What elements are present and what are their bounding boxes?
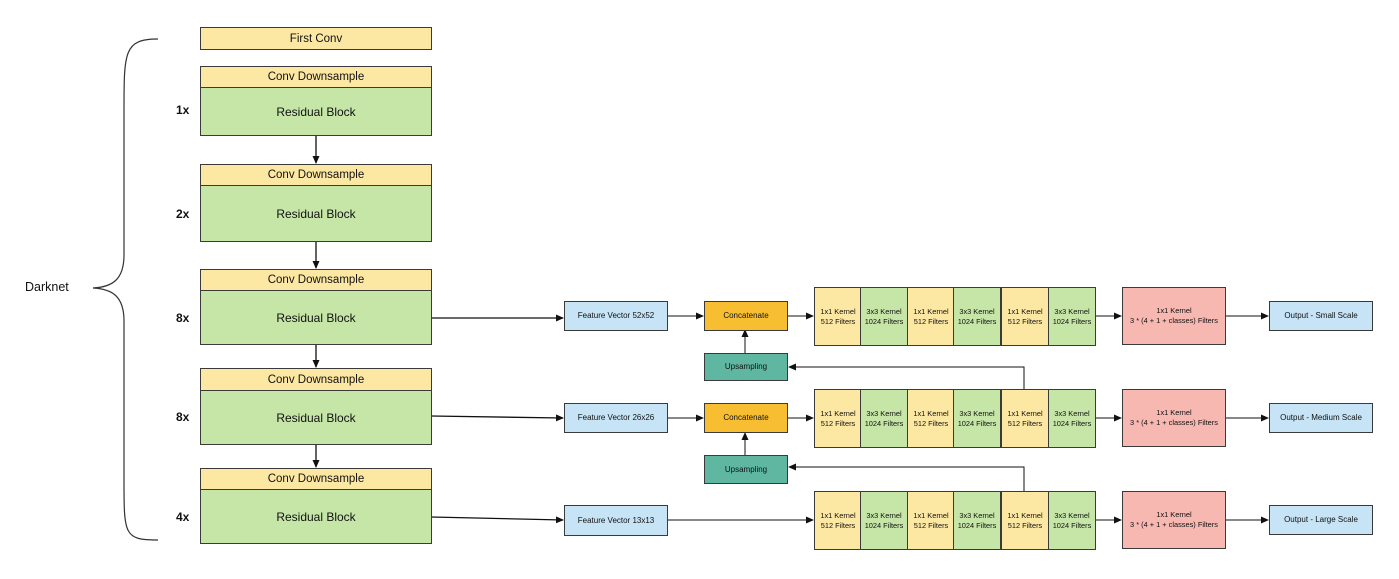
conv-kernel-label: 3x3 Kernel: [866, 408, 902, 418]
conv-filters-label: 1024 Filters: [1052, 316, 1092, 326]
conv-kernel-label: 1x1 Kernel: [1007, 510, 1043, 520]
concatenate-box: Concatenate: [704, 301, 788, 331]
conv-kernel-label: 3x3 Kernel: [959, 306, 995, 316]
conv-filters-label: 1024 Filters: [864, 316, 904, 326]
output-box: Output - Small Scale: [1269, 301, 1373, 331]
conv-kernel-label: 3x3 Kernel: [959, 510, 995, 520]
repeat-count: 8x: [176, 311, 190, 325]
conv-filters-label: 512 Filters: [820, 418, 856, 428]
conv-filters-label: 512 Filters: [1007, 418, 1043, 428]
final-filters-label: 3 * (4 + 1 + classes) Filters: [1130, 418, 1218, 427]
conv-kernel-label: 1x1 Kernel: [1007, 306, 1043, 316]
conv-kernel-label: 3x3 Kernel: [1054, 306, 1090, 316]
conv-kernel-label: 1x1 Kernel: [1007, 408, 1043, 418]
to-feature-arrow: [430, 414, 564, 422]
conv-filters-label: 512 Filters: [913, 418, 949, 428]
upsample-feedback-arrow: [788, 463, 1025, 491]
residual-block-box: Residual Block: [200, 290, 432, 345]
residual-block-box: Residual Block: [200, 185, 432, 242]
upsampling-box: Upsampling: [704, 353, 788, 381]
conv-downsample-box: Conv Downsample: [200, 66, 432, 88]
conv-filters-label: 512 Filters: [820, 520, 856, 530]
final-kernel-label: 1x1 Kernel: [1156, 408, 1192, 417]
final-kernel-label: 1x1 Kernel: [1156, 306, 1192, 315]
conv-filters-label: 512 Filters: [1007, 520, 1043, 530]
conv-filters-label: 512 Filters: [820, 316, 856, 326]
conv-downsample-box: Conv Downsample: [200, 368, 432, 391]
conv-kernel-label: 1x1 Kernel: [820, 510, 856, 520]
conv-kernel-label: 3x3 Kernel: [959, 408, 995, 418]
output-box: Output - Medium Scale: [1269, 403, 1373, 433]
repeat-count: 2x: [176, 207, 190, 221]
conv-filters-label: 1024 Filters: [864, 520, 904, 530]
residual-block-box: Residual Block: [200, 87, 432, 136]
conv-kernel-label: 3x3 Kernel: [1054, 408, 1090, 418]
conv-filters-label: 1024 Filters: [1052, 418, 1092, 428]
final-filters-label: 3 * (4 + 1 + classes) Filters: [1130, 520, 1218, 529]
conv-filters-label: 1024 Filters: [1052, 520, 1092, 530]
conv-filters-label: 1024 Filters: [957, 520, 997, 530]
conv-filters-label: 512 Filters: [913, 520, 949, 530]
final-filters-label: 3 * (4 + 1 + classes) Filters: [1130, 316, 1218, 325]
conv-kernel-label: 1x1 Kernel: [913, 408, 949, 418]
repeat-count: 4x: [176, 510, 190, 524]
conv-kernel-label: 3x3 Kernel: [1054, 510, 1090, 520]
darknet-label: Darknet: [25, 280, 69, 294]
conv-kernel-label: 3x3 Kernel: [866, 306, 902, 316]
conv-kernel-label: 1x1 Kernel: [913, 306, 949, 316]
darknet-brace: [92, 38, 159, 541]
conv-filters-label: 512 Filters: [1007, 316, 1043, 326]
feature-vector-box: Feature Vector 13x13: [564, 505, 668, 536]
final-kernel-label: 1x1 Kernel: [1156, 510, 1192, 519]
feature-vector-box: Feature Vector 26x26: [564, 403, 668, 433]
conv-downsample-box: Conv Downsample: [200, 468, 432, 490]
conv-kernel-label: 1x1 Kernel: [820, 408, 856, 418]
first-conv-box: First Conv: [200, 27, 432, 50]
conv-filters-label: 1024 Filters: [957, 418, 997, 428]
conv-filters-label: 512 Filters: [913, 316, 949, 326]
conv-downsample-box: Conv Downsample: [200, 164, 432, 186]
conv-filters-label: 1024 Filters: [864, 418, 904, 428]
feature-vector-box: Feature Vector 52x52: [564, 301, 668, 331]
concatenate-box: Concatenate: [704, 403, 788, 433]
repeat-count: 8x: [176, 410, 190, 424]
residual-block-box: Residual Block: [200, 390, 432, 445]
conv-kernel-label: 1x1 Kernel: [913, 510, 949, 520]
conv-filters-label: 1024 Filters: [957, 316, 997, 326]
residual-block-box: Residual Block: [200, 489, 432, 544]
conv-kernel-label: 3x3 Kernel: [866, 510, 902, 520]
upsample-feedback-arrow: [788, 363, 1025, 389]
repeat-count: 1x: [176, 103, 190, 117]
conv-kernel-label: 1x1 Kernel: [820, 306, 856, 316]
to-feature-arrow: [430, 516, 564, 524]
upsampling-box: Upsampling: [704, 455, 788, 484]
conv-downsample-box: Conv Downsample: [200, 269, 432, 291]
output-box: Output - Large Scale: [1269, 505, 1373, 535]
